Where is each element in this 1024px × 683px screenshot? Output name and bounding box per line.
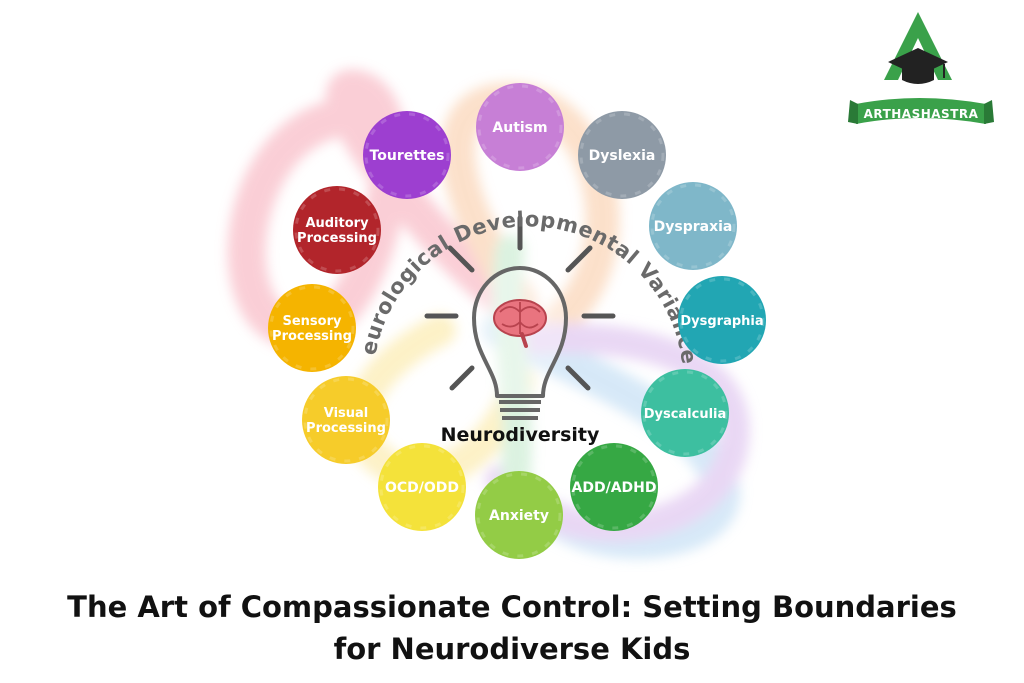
node-dyspraxia: Dyspraxia (649, 182, 737, 270)
node-add-adhd: ADD/ADHD (570, 443, 658, 531)
node-texture (679, 277, 765, 363)
node-label-line: Processing (306, 421, 386, 436)
node-circle (293, 186, 381, 274)
node-texture (579, 112, 665, 198)
node-ocd-odd: OCD/ODD (378, 443, 466, 531)
node-texture (650, 183, 736, 269)
light-rays (424, 215, 616, 391)
node-texture (303, 377, 389, 463)
node-circle (378, 443, 466, 531)
node-circle (363, 111, 451, 199)
node-label: Dyspraxia (654, 219, 733, 235)
title-line-1: The Art of Compassionate Control: Settin… (67, 590, 957, 624)
node-texture (294, 187, 380, 273)
node-texture (379, 444, 465, 530)
center-label: Neurodiversity (441, 424, 600, 446)
node-dyslexia: Dyslexia (578, 111, 666, 199)
node-texture (269, 285, 355, 371)
node-texture (571, 444, 657, 530)
node-anxiety: Anxiety (475, 471, 563, 559)
node-label-line: Sensory (283, 314, 343, 329)
node-circle (475, 471, 563, 559)
page-title: The Art of Compassionate Control: Settin… (0, 586, 1024, 670)
node-dysgraphia: Dysgraphia (678, 276, 766, 364)
node-label-line: Visual (324, 406, 369, 421)
node-label: Dyscalculia (644, 407, 727, 422)
node-label: Autism (492, 120, 547, 136)
node-texture (642, 370, 728, 456)
node-circle (302, 376, 390, 464)
node-label: OCD/ODD (385, 480, 459, 496)
node-tourettes: Tourettes (363, 111, 451, 199)
logo-text: ARTHASHASTRA (864, 107, 979, 121)
node-circle (578, 111, 666, 199)
node-circle (476, 83, 564, 171)
node-autism: Autism (476, 83, 564, 171)
title-line-2: for Neurodiverse Kids (333, 632, 691, 666)
arthashastra-logo: ARTHASHASTRA (848, 12, 994, 124)
node-texture (477, 84, 563, 170)
graduation-cap-icon (888, 48, 948, 84)
node-dyscalculia: Dyscalculia (641, 369, 729, 457)
node-label: ADD/ADHD (572, 480, 657, 496)
node-texture (364, 112, 450, 198)
node-label-line: Processing (297, 231, 377, 246)
node-label: Dysgraphia (680, 314, 763, 329)
node-circle (570, 443, 658, 531)
logo-banner (856, 98, 986, 124)
node-texture (476, 472, 562, 558)
node-label: Tourettes (370, 148, 445, 164)
node-label-line: Auditory (305, 216, 369, 231)
node-circle (649, 182, 737, 270)
light-bulb-icon (472, 266, 568, 420)
ribbon-background (227, 69, 750, 559)
node-label-line: Processing (272, 329, 352, 344)
node-circle (641, 369, 729, 457)
node-label: Dyslexia (589, 148, 656, 164)
brain-icon (493, 299, 547, 348)
node-circle (678, 276, 766, 364)
node-label: Anxiety (489, 508, 549, 524)
node-circle (268, 284, 356, 372)
condition-nodes: AutismDyslexiaDyspraxiaDysgraphiaDyscalc… (268, 83, 766, 559)
